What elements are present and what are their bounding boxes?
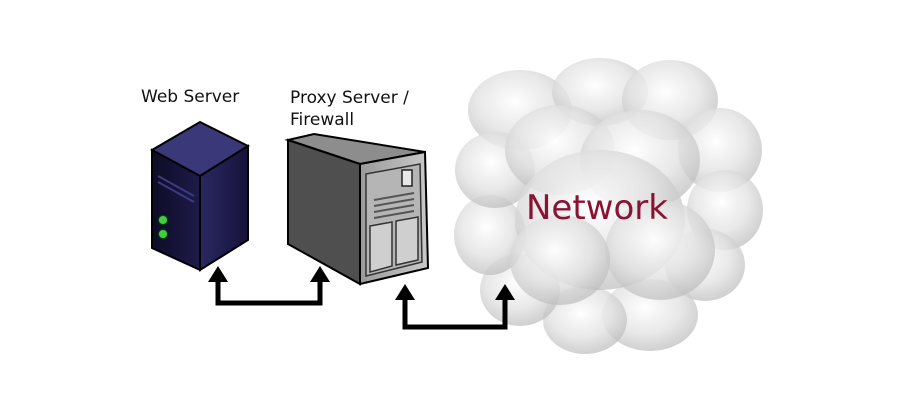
connection-arrow-proxy-network bbox=[395, 284, 515, 330]
proxy-server-label: Proxy Server / Firewall bbox=[290, 87, 409, 131]
network-cloud-icon bbox=[454, 58, 763, 354]
arrowhead-icon bbox=[495, 284, 515, 300]
proxy-server-label-line1: Proxy Server / bbox=[290, 88, 409, 108]
arrowhead-icon bbox=[208, 266, 228, 282]
proxy-server-icon bbox=[284, 132, 430, 286]
web-server-label: Web Server bbox=[141, 86, 239, 108]
arrowhead-icon bbox=[310, 266, 330, 282]
led-icon bbox=[158, 229, 168, 239]
connection-arrow-web-proxy bbox=[208, 266, 330, 306]
web-server-icon bbox=[149, 120, 251, 272]
web-server-label-text: Web Server bbox=[141, 87, 240, 107]
led-icon bbox=[158, 215, 168, 225]
network-label: Network bbox=[526, 188, 668, 228]
arrowhead-icon bbox=[395, 284, 415, 300]
proxy-server-label-line2: Firewall bbox=[290, 110, 355, 130]
